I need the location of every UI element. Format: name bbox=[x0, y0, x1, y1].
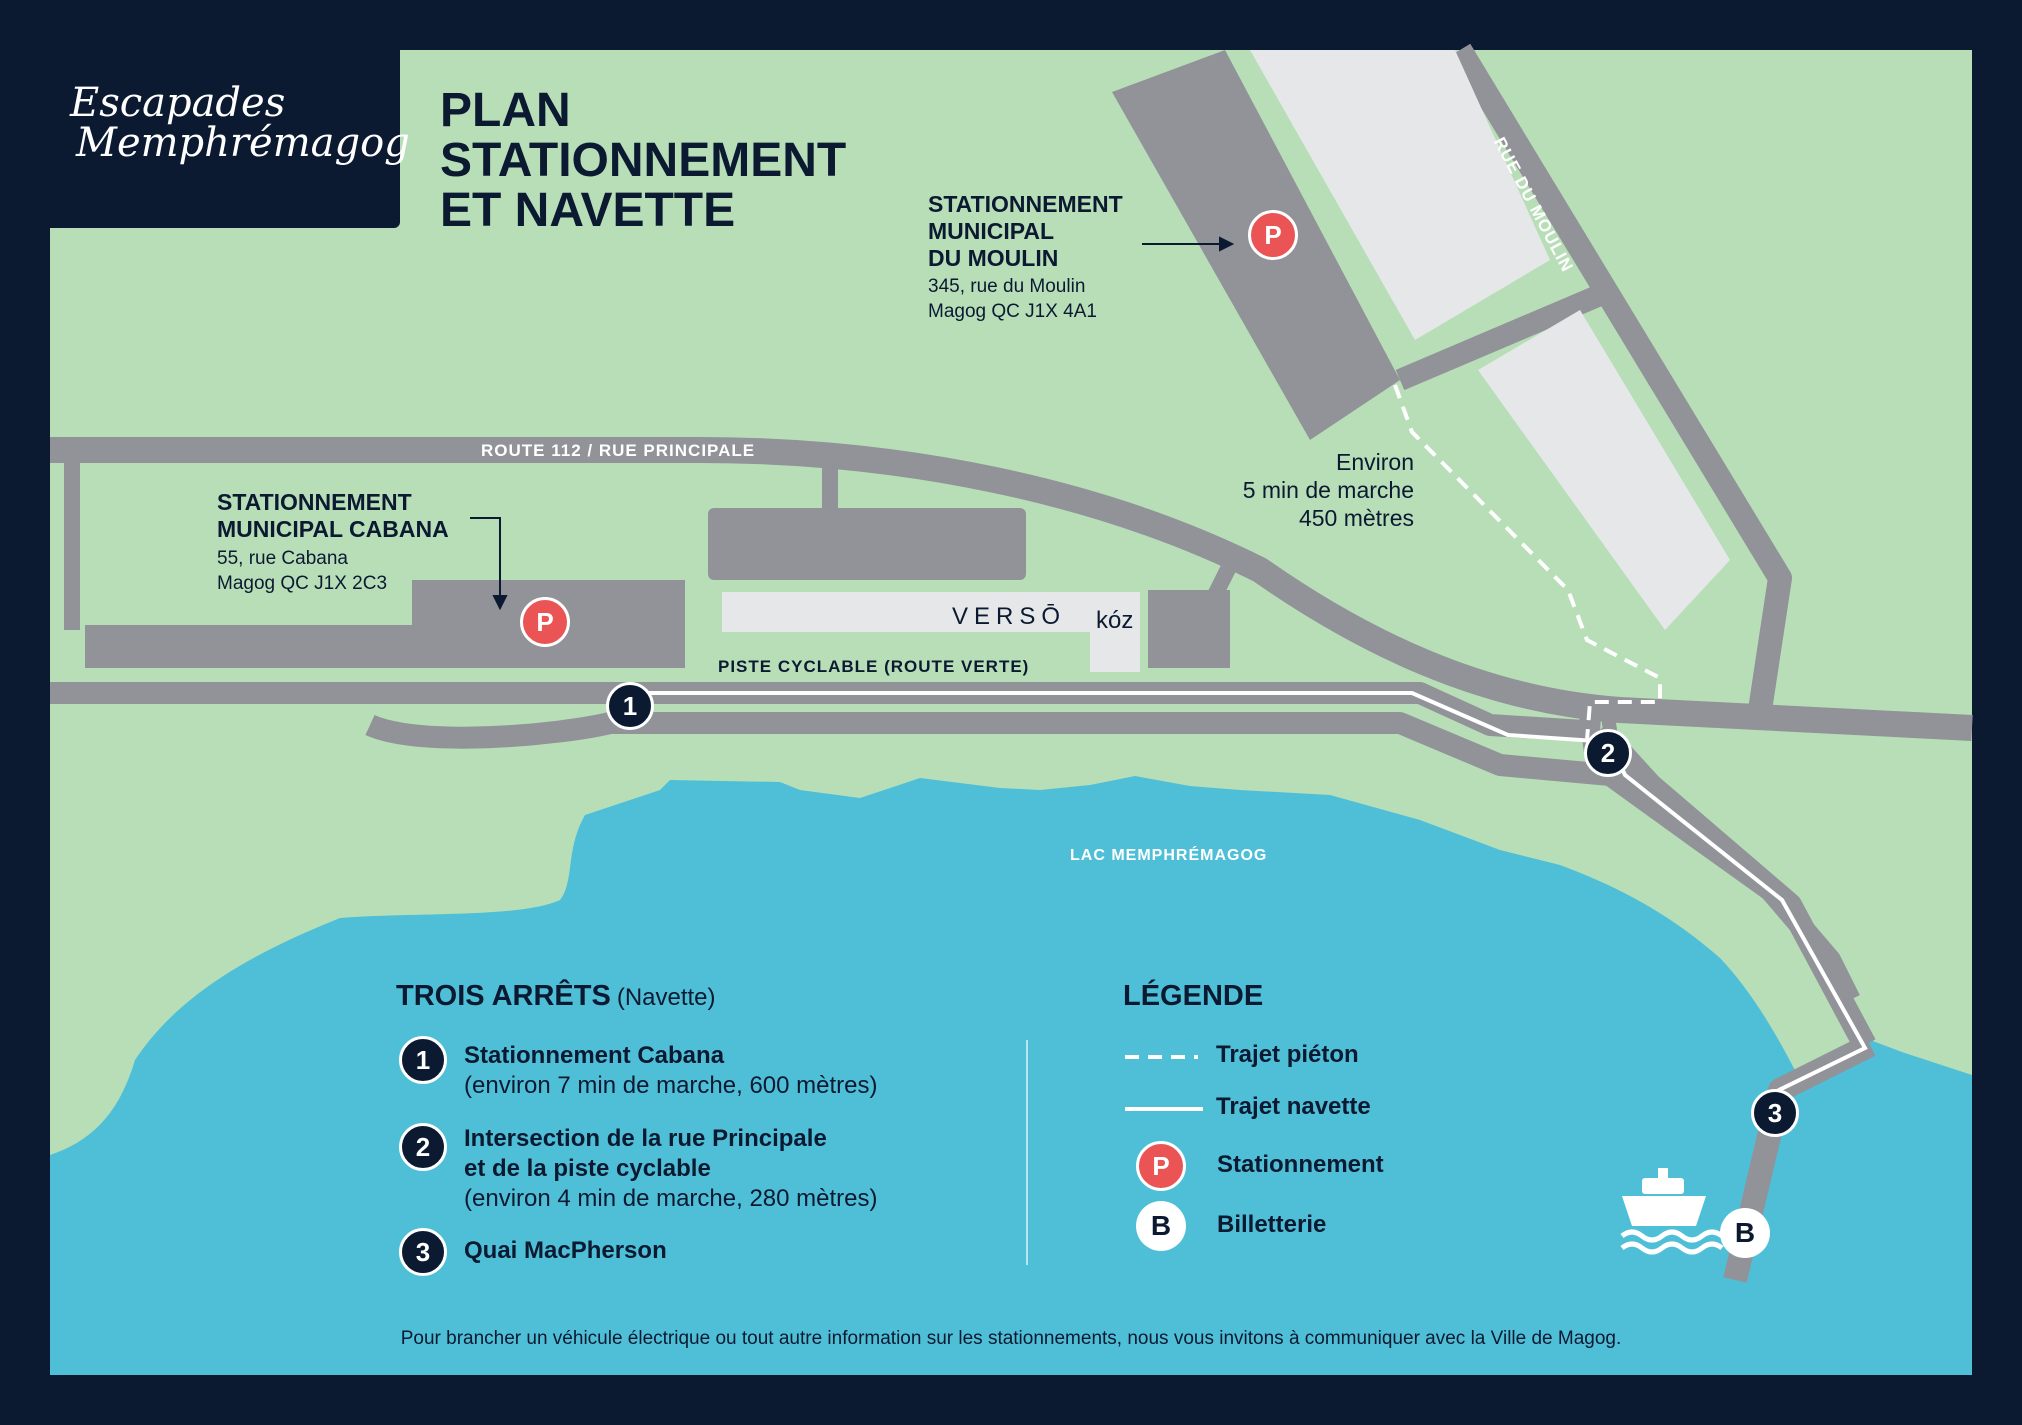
lot-light-north bbox=[1250, 50, 1550, 340]
arrow-cabana-head bbox=[492, 595, 508, 611]
stop-2-badge: 2 bbox=[399, 1123, 447, 1171]
lot-light-east bbox=[1478, 310, 1730, 630]
connector-road bbox=[1395, 284, 1605, 391]
ticket-office-marker: B bbox=[1720, 1208, 1770, 1258]
ferry-icon bbox=[1620, 1168, 1724, 1255]
bike-path-label: PISTE CYCLABLE (ROUTE VERTE) bbox=[718, 657, 1030, 676]
logo-panel bbox=[50, 50, 400, 228]
stops-heading: TROIS ARRÊTS(Navette) bbox=[396, 980, 716, 1012]
koz-sign: kóz bbox=[1096, 607, 1134, 634]
koz-sign-panel bbox=[1090, 600, 1140, 672]
footer-note: Pour brancher un véhicule électrique ou … bbox=[400, 1328, 1622, 1349]
stop-3-text: Quai MacPherson bbox=[464, 1237, 667, 1264]
ticket-office-icon: B bbox=[1136, 1201, 1186, 1251]
logo-line2: Memphrémagog bbox=[76, 120, 410, 166]
legend-parking-label: Stationnement bbox=[1217, 1151, 1384, 1178]
stop-2-text: Intersection de la rue Principale et de … bbox=[464, 1125, 878, 1212]
page-title: PLAN STATIONNEMENT ET NAVETTE bbox=[440, 84, 847, 237]
verso-sign: VERSŌ bbox=[952, 603, 1067, 630]
stop-1-badge: 1 bbox=[399, 1036, 447, 1084]
lot-cabana-address: 55, rue Cabana Magog QC J1X 2C3 bbox=[217, 548, 388, 594]
side-road-3 bbox=[1207, 551, 1243, 599]
stop-2-marker: 2 bbox=[1584, 729, 1632, 777]
logo-line1: Escapades bbox=[70, 80, 286, 126]
verso-terrace bbox=[722, 592, 1140, 632]
arrow-moulin-head bbox=[1219, 236, 1235, 252]
lot-moulin-title: STATIONNEMENT MUNICIPAL DU MOULIN bbox=[928, 191, 1123, 271]
stop-3-marker: 3 bbox=[1751, 1089, 1799, 1137]
stop-3-badge: 3 bbox=[399, 1228, 447, 1276]
route-112-label: ROUTE 112 / RUE PRINCIPALE bbox=[481, 441, 756, 460]
arrow-cabana-line bbox=[470, 517, 501, 598]
parking-icon: P bbox=[1136, 1141, 1186, 1191]
legend-walk-label: Trajet piéton bbox=[1216, 1041, 1359, 1068]
parking-moulin-marker: P bbox=[1248, 210, 1298, 260]
legend-shuttle-label: Trajet navette bbox=[1216, 1093, 1371, 1120]
bike-path-upper bbox=[50, 682, 1601, 743]
legend-heading: LÉGENDE bbox=[1123, 980, 1264, 1012]
walking-route bbox=[1393, 384, 1662, 741]
bike-path-lower bbox=[365, 712, 1860, 1005]
legend-ticket-label: Billetterie bbox=[1217, 1211, 1327, 1238]
building-verso bbox=[708, 508, 1026, 580]
rue-du-moulin bbox=[1449, 43, 1792, 712]
stop-1-marker: 1 bbox=[606, 682, 654, 730]
lake bbox=[50, 776, 1972, 1375]
lot-cabana-title: STATIONNEMENT MUNICIPAL CABANA bbox=[217, 489, 449, 542]
parking-cabana-marker: P bbox=[520, 597, 570, 647]
stop-1-text: Stationnement Cabana (environ 7 min de m… bbox=[464, 1042, 878, 1099]
lake-label: LAC MEMPHRÉMAGOG bbox=[1070, 847, 1268, 864]
building-east bbox=[1148, 590, 1230, 668]
lot-moulin-address: 345, rue du Moulin Magog QC J1X 4A1 bbox=[928, 276, 1097, 322]
walk-info: Environ 5 min de marche 450 mètres bbox=[1242, 449, 1414, 531]
